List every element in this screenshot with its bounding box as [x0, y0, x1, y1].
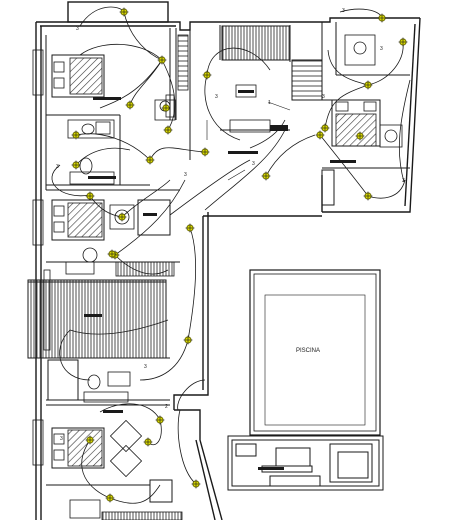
- circuit-number: 3: [380, 46, 383, 52]
- circuit-number: 3: [402, 178, 405, 184]
- switch-lines: [206, 101, 291, 181]
- pool-label: PISCINA: [296, 348, 320, 354]
- circuit-number: 3: [252, 161, 255, 167]
- circuit-numbers: 3 3 3 3 3 3 3 2 1 3 3 3 3: [56, 8, 405, 442]
- circuit-number: 3: [215, 94, 218, 100]
- main-stair: [27, 279, 167, 359]
- exterior-walls: [35, 1, 421, 520]
- wiring-curves: [51, 6, 411, 504]
- circuit-number: 3: [342, 8, 345, 14]
- pool: PISCINA: [249, 269, 381, 436]
- room-label-bars: [84, 90, 356, 470]
- circuit-number: 3: [184, 172, 187, 178]
- west-windows: [32, 49, 51, 466]
- circuit-number: 3: [76, 26, 79, 32]
- circuit-number: 2: [165, 404, 168, 410]
- bed-2: [51, 199, 105, 241]
- circuit-number: 3: [322, 94, 325, 100]
- bathroom-fixtures: [65, 34, 403, 403]
- bed-3: [51, 427, 105, 469]
- circuit-number: 3: [60, 436, 63, 442]
- bed-4: [331, 99, 381, 147]
- circuit-number: 1: [268, 100, 271, 106]
- small-stair-left: [177, 34, 189, 91]
- circuit-number: 3: [56, 164, 59, 170]
- upper-stair: [221, 25, 323, 101]
- light-fixtures: [71, 7, 408, 503]
- bed-1: [51, 54, 105, 98]
- shelf-strip: [115, 261, 175, 277]
- pool-deck: [227, 435, 384, 491]
- stair-bottom: [101, 511, 183, 520]
- circuit-number: 3: [144, 364, 147, 370]
